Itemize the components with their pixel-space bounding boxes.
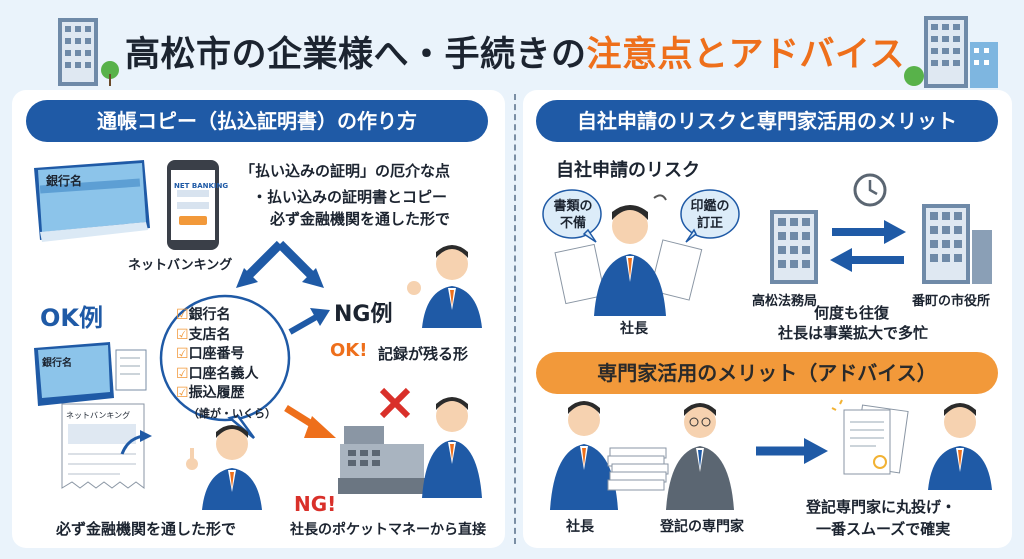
page-title: 高松市の企業様へ・手続きの注意点とアドバイス bbox=[125, 35, 905, 75]
city-hall-label: 番町の市役所 bbox=[912, 294, 991, 309]
speech-bubble-left bbox=[542, 189, 602, 243]
ng-cross-icon bbox=[379, 387, 411, 419]
handover-documents-icon bbox=[550, 401, 734, 510]
president-label-1: 社長 bbox=[620, 321, 648, 337]
arrow-right-icon bbox=[756, 438, 828, 464]
passbook-icon bbox=[34, 160, 150, 242]
checklist-item: ☑口座名義人 bbox=[176, 365, 259, 382]
risk-title: 自社申請のリスク bbox=[556, 160, 700, 181]
trip-text-1: 何度も往復 bbox=[814, 304, 890, 322]
left-section-header: 通帳コピー（払込証明書）の作り方 bbox=[26, 100, 488, 142]
checkbox-icon: ☑ bbox=[176, 307, 189, 323]
legal-bureau-label: 高松法務局 bbox=[752, 294, 818, 309]
passbook-copy-icon bbox=[34, 342, 147, 406]
panel-divider bbox=[514, 94, 516, 544]
receipt-icon bbox=[61, 403, 145, 489]
passbook-copy-bank-name: 銀行名 bbox=[42, 358, 72, 369]
ng-badge: NG! bbox=[294, 492, 337, 516]
note-body-1: ・払い込みの証明書とコピー bbox=[252, 188, 448, 206]
note-body-2: 必ず金融機関を通した形で bbox=[270, 210, 451, 228]
arrow-down-right-icon bbox=[284, 405, 336, 438]
checklist-item: ☑振込履歴 bbox=[176, 385, 245, 401]
right-section-header: 自社申請のリスクと専門家活用のメリット bbox=[536, 100, 998, 142]
city-hall-building-icon bbox=[922, 204, 992, 284]
merit-text-2: 一番スムーズで確実 bbox=[816, 520, 951, 538]
checkbox-icon: ☑ bbox=[176, 326, 189, 343]
cash-register-icon bbox=[338, 426, 426, 494]
checkbox-icon: ☑ bbox=[176, 365, 189, 382]
ok-badge: OK! bbox=[330, 340, 368, 361]
title-bar: 高松市の企業様へ・手続きの注意点とアドバイス bbox=[0, 0, 1024, 92]
office-building-icon bbox=[58, 18, 119, 86]
checklist: ☑銀行名 ☑支店名 ☑口座番号 ☑口座名義人 ☑振込履歴 （誰が・いくら） bbox=[176, 306, 276, 423]
clock-icon bbox=[853, 173, 887, 207]
businessman-pointing-icon bbox=[186, 425, 262, 510]
passbook-bank-name: 銀行名 bbox=[46, 174, 83, 188]
office-buildings-icon bbox=[904, 16, 998, 88]
two-way-arrows-icon bbox=[830, 220, 906, 272]
legal-bureau-building-icon bbox=[770, 210, 818, 284]
ok-example-label: OK例 bbox=[40, 304, 103, 332]
president-label-2: 社長 bbox=[566, 519, 594, 535]
happy-president-icon bbox=[928, 403, 992, 490]
checklist-item: ☑支店名 bbox=[176, 326, 231, 343]
expert-label: 登記の専門家 bbox=[660, 519, 744, 535]
split-arrow-icon bbox=[236, 240, 324, 288]
ok-caption: 記録が残る形 bbox=[378, 345, 469, 363]
bubble-text-seal: 印鑑の訂正 bbox=[690, 199, 730, 231]
checklist-item: ☑銀行名 bbox=[176, 307, 231, 323]
businessman-confident-icon bbox=[407, 245, 482, 328]
speech-bubble-right bbox=[680, 189, 740, 243]
completed-documents-icon bbox=[831, 399, 909, 475]
ng-example-label: NG例 bbox=[334, 302, 393, 327]
checkbox-icon: ☑ bbox=[176, 346, 189, 362]
bubble-text-documents: 書類の不備 bbox=[553, 199, 593, 231]
bottom-caption: 必ず金融機関を通した形で bbox=[56, 520, 237, 538]
phone-screen-title: NET BANKING bbox=[174, 182, 229, 190]
merit-text-1: 登記専門家に丸投げ・ bbox=[806, 498, 957, 516]
businessman-register-icon bbox=[422, 397, 482, 498]
receipt-label: ネットバンキング bbox=[66, 411, 131, 420]
checklist-item: ☑口座番号 bbox=[176, 346, 245, 362]
merit-section-header: 専門家活用のメリット（アドバイス） bbox=[536, 352, 998, 394]
checklist-subnote: （誰が・いくら） bbox=[188, 406, 276, 420]
curve-arrow-icon bbox=[120, 430, 152, 455]
netbanking-caption: ネットバンキング bbox=[128, 258, 233, 273]
smartphone-icon bbox=[167, 160, 219, 250]
stressed-president-icon bbox=[554, 194, 703, 316]
checkbox-icon: ☑ bbox=[176, 385, 189, 401]
note-title: 「払い込みの証明」の厄介な点 bbox=[240, 162, 451, 180]
trip-text-2: 社長は事業拡大で多忙 bbox=[778, 324, 929, 342]
arrow-right-icon bbox=[288, 308, 330, 335]
ng-caption: 社長のポケットマネーから直接 bbox=[290, 522, 486, 538]
